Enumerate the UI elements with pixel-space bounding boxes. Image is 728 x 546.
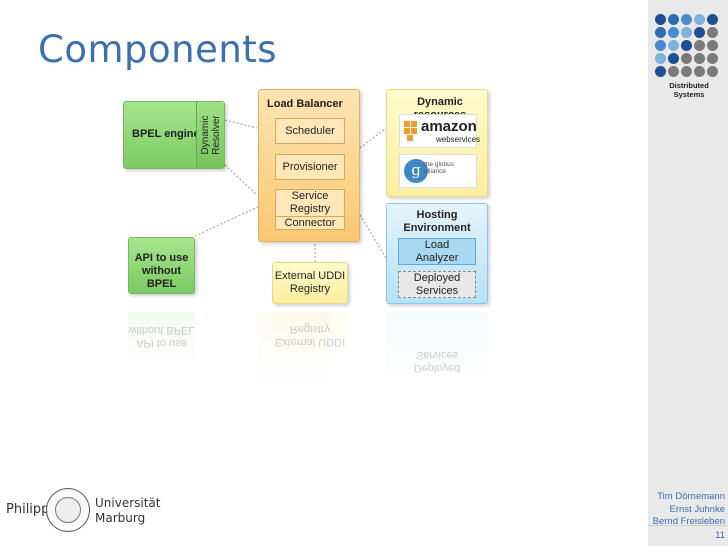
dynamic-resolver-line: Dynamic xyxy=(200,115,211,155)
connector-lines xyxy=(194,119,387,262)
logo-dot xyxy=(668,14,679,25)
university-prefix: Philipps xyxy=(6,502,57,517)
api-box-reflection: API to use without BPEL xyxy=(128,312,195,367)
author-list: Tim Dörnemann Ernst Juhnke Bernd Freisle… xyxy=(650,491,725,529)
api-line: API to use xyxy=(134,252,189,264)
reflection-line: Deployed xyxy=(413,362,461,374)
bpel-engine-label: BPEL engine xyxy=(132,128,200,140)
dynamic-resolver-label: Dynamic Resolver xyxy=(200,103,222,167)
distributed-systems-logo-icon xyxy=(655,14,721,78)
service-registry-line: Registry xyxy=(289,203,331,215)
amazon-wordmark: amazon xyxy=(421,118,477,135)
divider xyxy=(648,525,728,526)
slide-title: Components xyxy=(38,28,278,71)
logo-dot xyxy=(694,66,705,77)
logo-dot xyxy=(655,66,666,77)
author-name: Ernst Juhnke xyxy=(669,503,725,515)
university-name-line: Universität xyxy=(95,496,161,510)
deployed-services-line: Services xyxy=(415,284,459,297)
connector-line xyxy=(224,119,258,129)
load-analyzer-line: Analyzer xyxy=(415,251,459,264)
author-name: Bernd Freisleben xyxy=(652,516,725,527)
logo-dot xyxy=(668,40,679,51)
hosting-environment-title: Hosting Environment xyxy=(387,209,487,235)
load-balancer-reflection xyxy=(258,312,330,392)
university-seal-icon xyxy=(46,488,90,532)
reflection-line: Services xyxy=(415,349,459,361)
logo-dot xyxy=(681,40,692,51)
external-uddi-label: External UDDI Registry xyxy=(273,270,347,296)
connector-line xyxy=(359,127,387,149)
logo-dot xyxy=(694,40,705,51)
external-uddi-line: External UDDI xyxy=(274,270,346,282)
service-registry-box: Service Registry xyxy=(275,189,345,217)
external-uddi-line: Registry xyxy=(289,283,331,295)
logo-dot xyxy=(655,27,666,38)
dynamic-resolver-box: Dynamic Resolver xyxy=(196,102,224,168)
author-name: Tim Dörnemann xyxy=(657,491,725,502)
page-number: 11 xyxy=(715,530,725,541)
load-analyzer-box: Load Analyzer xyxy=(398,238,476,265)
external-uddi-box: External UDDI Registry xyxy=(272,262,348,304)
logo-dot xyxy=(681,53,692,64)
logo-dot xyxy=(681,66,692,77)
dynamic-resolver-line: Resolver xyxy=(211,115,222,155)
amazon-subtitle: webservices xyxy=(436,135,481,144)
sidebar xyxy=(648,0,728,546)
logo-dot xyxy=(707,66,718,77)
reflection-line: API to use xyxy=(136,337,187,349)
logo-dot xyxy=(694,14,705,25)
logo-dot xyxy=(655,53,666,64)
logo-dot xyxy=(707,40,718,51)
amazon-cubes-icon xyxy=(404,121,418,141)
connector-line xyxy=(224,164,258,196)
globus-logo: g the globus alliance xyxy=(399,154,477,188)
logo-dot xyxy=(655,14,666,25)
reflection-line: without BPEL xyxy=(128,324,195,336)
logo-dot xyxy=(707,27,718,38)
logo-dot xyxy=(655,40,666,51)
globus-text: the globus alliance xyxy=(424,161,454,175)
service-registry-line: Service xyxy=(291,190,329,202)
load-balancer-title: Load Balancer xyxy=(267,98,343,110)
scheduler-box: Scheduler xyxy=(275,118,345,144)
globus-icon: g xyxy=(404,159,428,183)
load-analyzer-line: Load xyxy=(424,238,450,251)
hosting-environment-reflection: Deployed Services xyxy=(386,312,488,382)
api-box: API to use without BPEL xyxy=(128,237,195,294)
connector-line xyxy=(194,204,263,237)
connector-box: Connector xyxy=(275,216,345,230)
logo-dot xyxy=(707,53,718,64)
logo-dot xyxy=(668,27,679,38)
dynamic-resources-box: Dynamic resources amazon webservices g t… xyxy=(386,89,488,197)
logo-caption: Distributed Systems xyxy=(669,81,709,99)
api-line: without BPEL xyxy=(141,265,182,290)
logo-dot xyxy=(668,53,679,64)
logo-dot xyxy=(668,66,679,77)
university-name-line: Marburg xyxy=(95,511,146,525)
deployed-services-line: Deployed xyxy=(413,271,461,284)
university-name: Universität Marburg xyxy=(95,496,161,526)
connector-line xyxy=(359,214,387,259)
load-balancer-box: Load Balancer Scheduler Provisioner Serv… xyxy=(258,89,360,242)
hosting-line: Environment xyxy=(403,222,471,234)
provisioner-box: Provisioner xyxy=(275,154,345,180)
bpel-engine-box: BPEL engine Dynamic Resolver xyxy=(123,101,225,169)
deployed-services-box: Deployed Services xyxy=(398,271,476,298)
hosting-environment-box: Hosting Environment Load Analyzer Deploy… xyxy=(386,203,488,304)
logo-dot xyxy=(681,14,692,25)
logo-dot xyxy=(694,53,705,64)
logo-dot xyxy=(694,27,705,38)
hosting-line: Hosting xyxy=(416,209,458,221)
logo-dot xyxy=(707,14,718,25)
api-label: API to use without BPEL xyxy=(129,252,194,291)
logo-dot xyxy=(681,27,692,38)
amazon-webservices-logo: amazon webservices xyxy=(399,114,481,148)
